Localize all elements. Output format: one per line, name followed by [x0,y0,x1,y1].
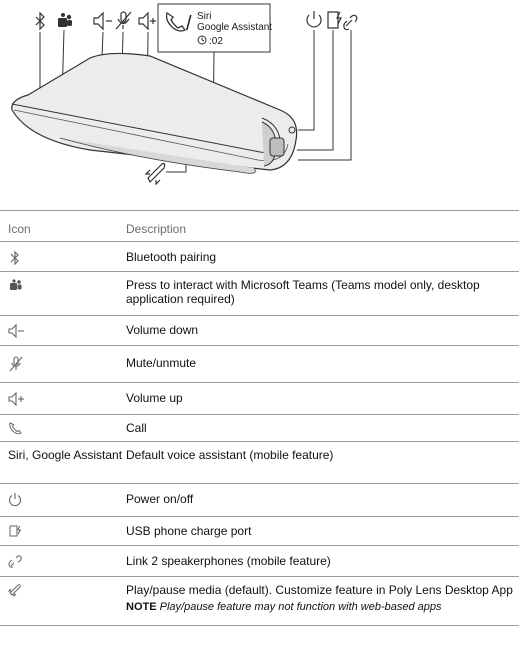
callout-line-google: Google Assistant [197,22,272,33]
row-description: Link 2 speakerphones (mobile feature) [126,554,331,568]
top-volume-up-icon [138,11,156,31]
row-description: Play/pause media (default). Customize fe… [126,583,513,597]
timer-icon [197,35,207,45]
callout-slash: / [186,13,192,35]
rocket-icon [0,583,126,597]
row-description: Default voice assistant (mobile feature) [126,448,334,462]
row-description: Bluetooth pairing [126,250,217,264]
call-icon [0,421,126,435]
top-usb-charge-icon [327,11,342,29]
table-row: Mute/unmute [0,345,519,382]
header-icon: Icon [8,222,31,236]
header-description: Description [126,222,187,236]
callout-timer: :02 [209,36,223,47]
row-description: USB phone charge port [126,524,252,538]
volume-up-icon [0,391,126,407]
row-description-block: Play/pause media (default). Customize fe… [126,583,519,614]
speakerphone-body [11,52,298,174]
top-mute-icon [115,11,132,30]
top-bluetooth-icon [35,11,45,31]
note: NOTE Play/pause feature may not function… [126,600,513,614]
icon-description-table: Icon Description Bluetooth pairing Press… [0,210,519,626]
note-label: NOTE [126,601,157,613]
row-description: Volume up [126,391,183,405]
table-row: Power on/off [0,483,519,516]
table-row: Volume up [0,382,519,414]
teams-icon [0,278,126,294]
row-description: Press to interact with Microsoft Teams (… [126,278,480,306]
volume-down-icon [0,323,126,339]
row-description: Mute/unmute [126,356,197,370]
table-row: Play/pause media (default). Customize fe… [0,576,519,626]
table-header: Icon Description [0,210,519,241]
mute-icon [0,356,126,372]
table-row: USB phone charge port [0,516,519,545]
usb-charge-icon [0,524,126,538]
row-description: Power on/off [126,492,194,506]
top-link-icon [343,14,358,31]
top-teams-icon [58,13,72,27]
table-row: Press to interact with Microsoft Teams (… [0,271,519,315]
row-description: Volume down [126,323,199,337]
top-power-icon [306,11,322,28]
note-text: Play/pause feature may not function with… [159,601,442,613]
power-icon [0,492,126,506]
bluetooth-icon [0,250,126,266]
table-row: Siri, Google Assistant Power on/off Defa… [0,441,519,483]
row-description: Call [126,421,147,435]
table-row: Bluetooth pairing [0,241,519,271]
top-volume-down-icon [93,11,112,31]
table-row: Link 2 speakerphones (mobile feature) [0,545,519,576]
callout-call-icon [165,11,186,32]
callout-line-siri: Siri [197,11,211,22]
table-row: Volume down [0,315,519,345]
link-icon [0,554,126,568]
speakerphone-diagram: / Siri Google Assistant :02 [0,0,519,195]
bottom-rocket-icon [144,162,166,186]
table-row: Call [0,414,519,441]
voice-assistant-callout [157,3,271,53]
voice-assistant-label: Siri, Google Assistant [8,448,123,462]
